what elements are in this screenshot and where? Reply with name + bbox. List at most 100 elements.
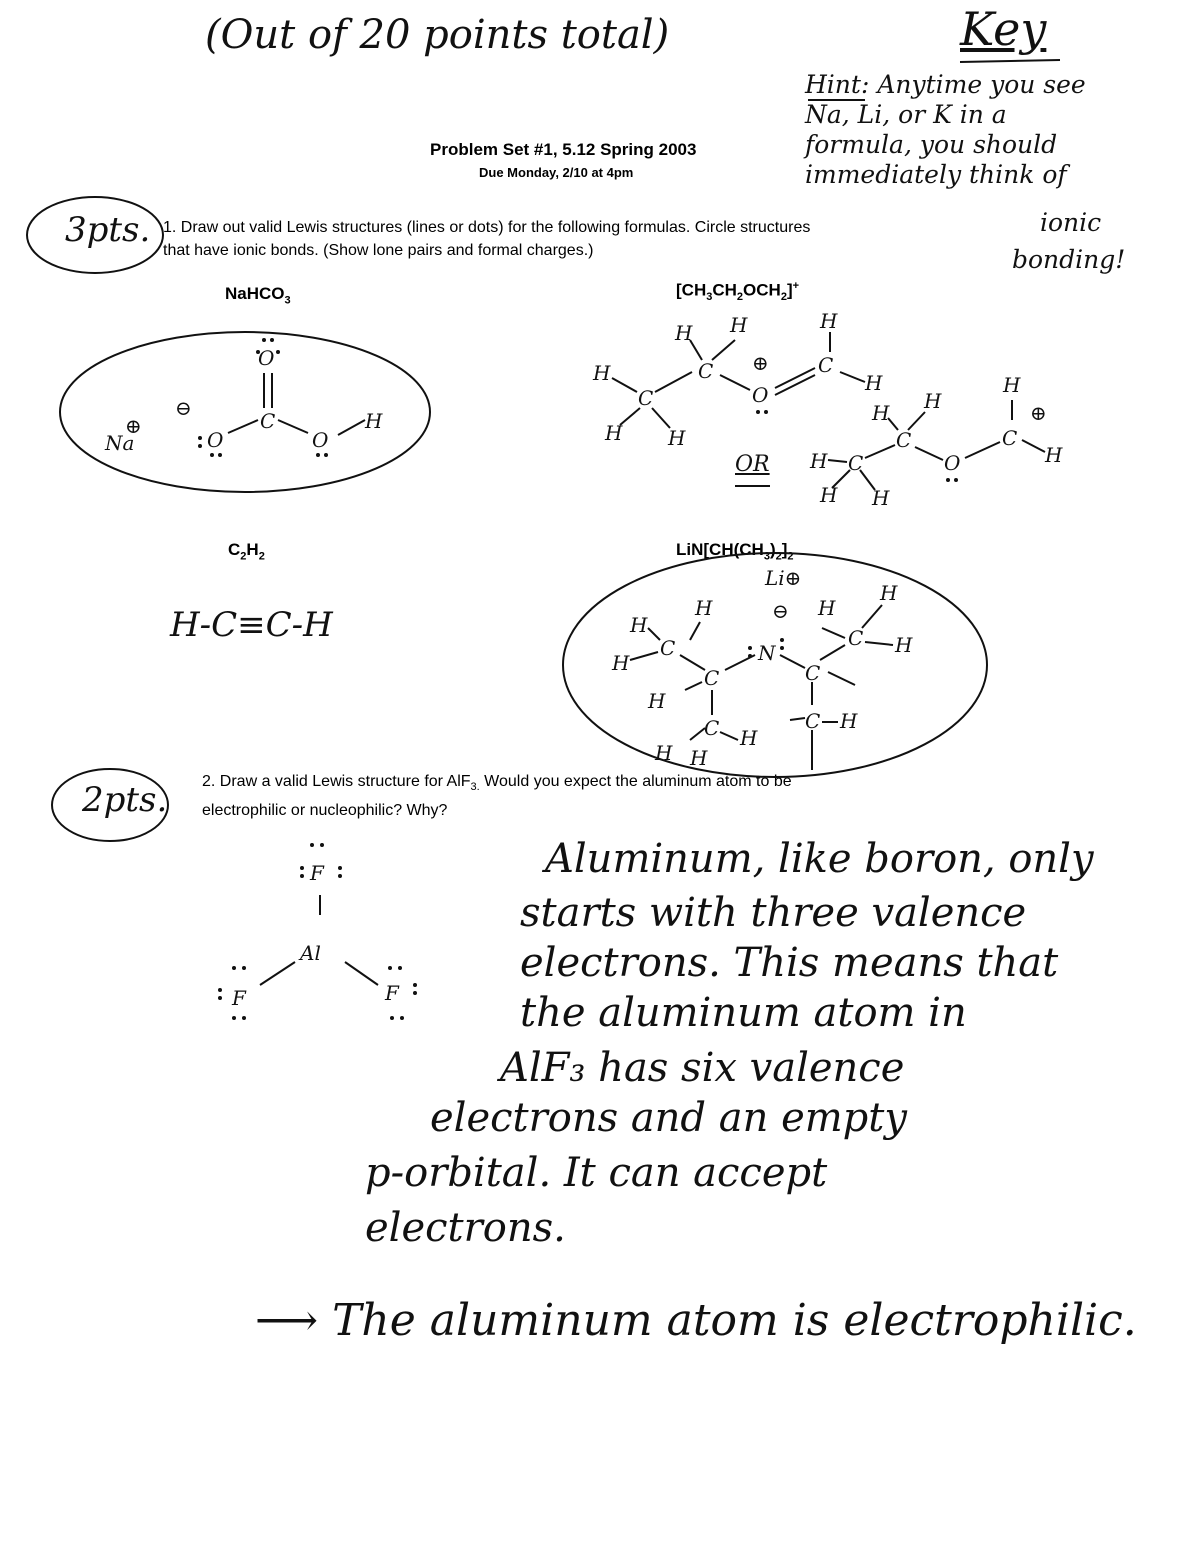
- acetylene-structure: H-C≡C-H: [170, 605, 333, 645]
- formula-part: 2: [787, 550, 794, 563]
- atom: C: [660, 636, 675, 660]
- answer-line: electrons.: [365, 1205, 566, 1251]
- atom: O: [752, 383, 768, 407]
- atom: C: [848, 451, 863, 475]
- atom: C: [896, 428, 911, 452]
- formula-part: [CH: [676, 280, 707, 300]
- formula-c2h2: C2H2: [228, 540, 265, 562]
- question-1-text: 1. Draw out valid Lewis structures (line…: [163, 216, 810, 262]
- minus-charge: ⊖: [772, 599, 789, 623]
- formula-part: 3: [284, 294, 291, 307]
- formula-cation: [CH3CH2OCH2]+: [676, 280, 799, 303]
- formula-part: OCH: [743, 280, 781, 300]
- formula-part: ]: [786, 280, 793, 300]
- atom: H: [694, 596, 713, 620]
- atom: C: [704, 666, 719, 690]
- q2-points-circle: [51, 768, 169, 842]
- formula-part: CH: [712, 280, 737, 300]
- formula-part: 2: [780, 291, 787, 304]
- atom: H: [654, 741, 673, 765]
- formula-part: 2: [258, 550, 265, 563]
- answer-line: electrons. This means that: [520, 940, 1059, 986]
- conclusion: ⟶ The aluminum atom is electrophilic.: [255, 1295, 1137, 1346]
- ionic-circle-nahco3: [59, 331, 431, 493]
- plus-charge: ⊕: [752, 351, 769, 375]
- total-points-note: (Out of 20 points total): [205, 12, 670, 58]
- ionic-circle-lda: [562, 552, 988, 778]
- atom: H: [817, 596, 836, 620]
- answer-line: electrons and an empty: [430, 1095, 907, 1141]
- atom: C: [818, 353, 833, 377]
- atom: C: [1002, 426, 1017, 450]
- atom: H: [871, 486, 890, 510]
- atom-h: H: [364, 409, 383, 433]
- atom-c: C: [260, 409, 275, 433]
- formula-part: 2: [240, 550, 247, 563]
- question-2-line-2: electrophilic or nucleophilic? Why?: [202, 802, 448, 820]
- atom: C: [805, 709, 820, 733]
- plus-charge: ⊕: [1030, 401, 1047, 425]
- atom-na: Na: [104, 431, 134, 455]
- formula-part: NaHCO: [225, 284, 285, 303]
- answer-line: Aluminum, like boron, only: [545, 836, 1094, 882]
- hint-line: Hint: Anytime you see: [805, 70, 1086, 99]
- answer-line: the aluminum atom in: [520, 990, 967, 1036]
- minus-charge: ⊖: [175, 396, 192, 420]
- atom-f: F: [231, 986, 247, 1010]
- atom: H: [819, 309, 838, 333]
- atom: H: [611, 651, 630, 675]
- hint-note: Hint: Anytime you see Na, Li, or K in a …: [805, 70, 1086, 190]
- subscript: 3.: [470, 781, 480, 794]
- atom-f: F: [384, 981, 400, 1005]
- atom: H: [667, 426, 686, 450]
- key-label: Key: [960, 2, 1047, 56]
- atom-o: O: [207, 428, 223, 452]
- atom: H: [604, 421, 623, 445]
- q1-points: 3pts.: [65, 210, 151, 250]
- question-number: 2.: [202, 773, 216, 790]
- atom-o: O: [312, 428, 328, 452]
- atom: H: [839, 709, 858, 733]
- q1-points-circle: [26, 196, 164, 274]
- atom: H: [894, 633, 913, 657]
- atom: H: [809, 449, 828, 473]
- atom: H: [864, 371, 883, 395]
- page-title: Problem Set #1, 5.12 Spring 2003: [430, 140, 697, 159]
- atom: C: [848, 626, 863, 650]
- atom-f: F: [309, 861, 325, 885]
- formula-part: 3: [763, 550, 770, 563]
- or-label: OR: [735, 452, 770, 477]
- question-number: 1.: [163, 219, 177, 236]
- question-2-text: 2. Draw a valid Lewis structure for AlF3…: [202, 770, 792, 822]
- atom: H: [1002, 373, 1021, 397]
- hint-line: immediately think of: [805, 160, 1067, 189]
- atom: H: [819, 483, 838, 507]
- formula-part: ]: [781, 540, 788, 559]
- formula-part: 2: [736, 291, 744, 304]
- atom: C: [805, 661, 820, 685]
- plus-charge: ⊕: [125, 414, 142, 438]
- atom: H: [674, 321, 693, 345]
- atom: H: [592, 361, 611, 385]
- atom: Li⊕: [764, 566, 801, 590]
- conclusion-text: The aluminum atom is electrophilic.: [332, 1295, 1137, 1346]
- question-2-line-1: Draw a valid Lewis structure for AlF: [219, 773, 471, 790]
- question-2-line-1-cont: Would you expect the aluminum atom to be: [479, 773, 792, 790]
- arrow-icon: ⟶: [255, 1295, 319, 1346]
- formula-part: C: [228, 540, 241, 559]
- question-1-line-1: Draw out valid Lewis structures (lines o…: [180, 219, 811, 236]
- formula-part: H: [246, 540, 259, 559]
- atom: H: [923, 389, 942, 413]
- question-1-line-2: that have ionic bonds. (Show lone pairs …: [163, 242, 594, 259]
- atom: C: [704, 716, 719, 740]
- hint-line: formula, you should: [805, 130, 1058, 159]
- q2-points: 2pts.: [82, 780, 168, 820]
- atom: H: [871, 401, 890, 425]
- formula-part: 2: [775, 550, 782, 563]
- bonding-note: bonding!: [1012, 245, 1126, 274]
- due-date: Due Monday, 2/10 at 4pm: [479, 165, 634, 180]
- key-underline: [959, 59, 1061, 63]
- ionic-note: ionic: [1040, 208, 1102, 237]
- atom: H: [629, 613, 648, 637]
